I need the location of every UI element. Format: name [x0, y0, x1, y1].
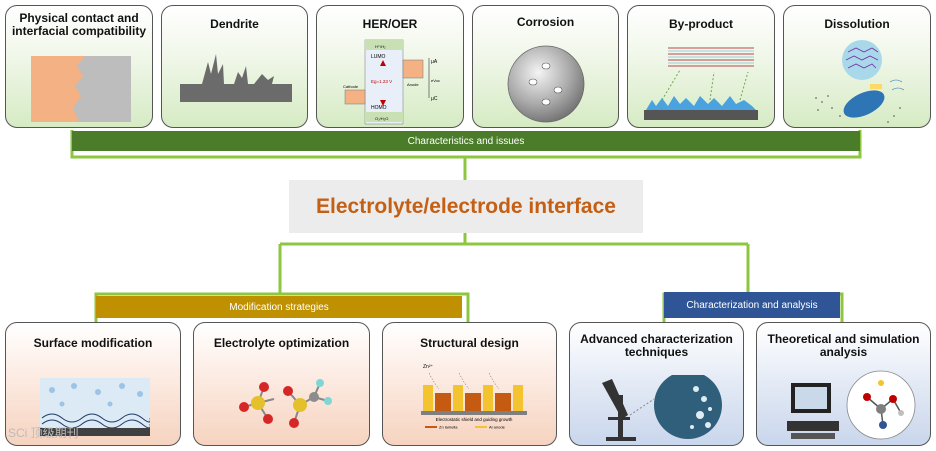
card-title: Structural design [420, 336, 519, 350]
surface-modification-illustration [40, 378, 150, 436]
label-o2: O₂/H₂O [375, 116, 388, 121]
card-title: Dissolution [824, 17, 890, 31]
label-legend-a: Zn lamella [439, 425, 458, 430]
label-eoc: eVoc [431, 78, 440, 83]
label-caption: Electrostatic shield and guiding growth [436, 417, 513, 422]
label-cathode: Cathode [343, 84, 359, 89]
label-zn: Zn²⁺ [423, 364, 434, 370]
card-title: Surface modification [33, 336, 153, 350]
computer-simulation-illustration [787, 370, 916, 440]
molecule-illustration [239, 379, 332, 428]
card-dissolution: Dissolution [783, 5, 931, 128]
microscope-illustration [602, 375, 722, 441]
card-corrosion: Corrosion [472, 5, 619, 128]
card-physical-contact: Physical contact and interfacial compati… [5, 5, 153, 128]
label-eg: Eg=1.23 V [371, 79, 392, 84]
card-title: Advanced characterization techniques [580, 332, 733, 359]
label-legend-b: Al anode [489, 425, 506, 430]
dissolution-illustration [815, 40, 905, 123]
card-title: HER/OER [362, 17, 418, 31]
card-title: By-product [669, 17, 733, 31]
watermark: SCi 顶级期刊 [8, 426, 79, 440]
structural-design-illustration: Zn²⁺ Electrostatic shield and guiding gr… [421, 364, 527, 430]
label-mu-c: μC [431, 96, 438, 102]
card-title: Physical contact and interfacial compati… [11, 11, 147, 38]
card-title: Dendrite [210, 17, 259, 31]
card-structural-design: Structural design Zn²⁺ Electrostatic shi… [382, 322, 557, 446]
characteristics-bar: Characteristics and issues [72, 131, 860, 151]
interface-contact-illustration [31, 56, 131, 122]
card-dendrite: Dendrite [161, 5, 308, 128]
card-her-oer: HER/OER H⁺/H₂ O₂/H₂O LUMO HOMO Eg=1.23 V… [316, 5, 464, 128]
center-title: Electrolyte/electrode interface [289, 180, 643, 233]
label-lumo: LUMO [371, 54, 386, 60]
corrosion-disc-illustration [507, 45, 585, 123]
card-by-product: By-product [627, 5, 775, 128]
label-anode: Anode [407, 82, 419, 87]
card-title: Electrolyte optimization [213, 336, 350, 350]
card-advanced-characterization: Advanced characterization techniques [569, 322, 744, 446]
dendrite-illustration [180, 54, 292, 102]
card-title: Corrosion [516, 15, 575, 29]
by-product-illustration [644, 47, 758, 120]
card-electrolyte-optimization: Electrolyte optimization [193, 322, 370, 446]
card-theoretical-simulation: Theoretical and simulation analysis [756, 322, 931, 446]
characterization-bar: Characterization and analysis [664, 292, 840, 318]
label-h2: H⁺/H₂ [375, 44, 386, 49]
her-oer-energy-diagram: H⁺/H₂ O₂/H₂O LUMO HOMO Eg=1.23 V Anode C… [343, 39, 440, 125]
label-mu-a: μA [431, 59, 438, 65]
card-title: Theoretical and simulation analysis [767, 332, 920, 359]
card-surface-modification: Surface modification [5, 322, 181, 446]
label-homo: HOMO [371, 105, 387, 111]
modification-bar: Modification strategies [96, 296, 462, 318]
